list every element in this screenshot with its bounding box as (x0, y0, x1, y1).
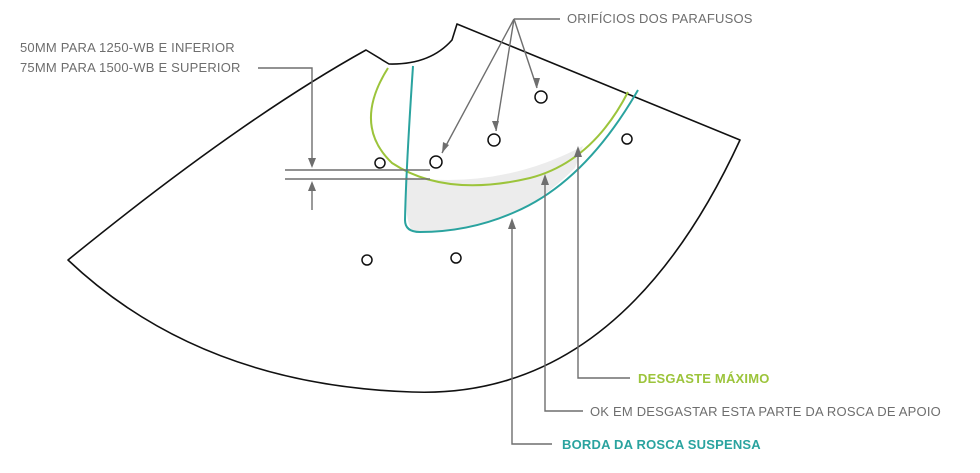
screw-hole (621, 133, 633, 145)
arrow-head (541, 174, 549, 185)
arrow-head (508, 218, 516, 229)
arrow-heads (308, 78, 582, 229)
leader-lines (258, 18, 630, 445)
dimension-label-line1: 50MM PARA 1250-WB E INFERIOR (20, 40, 235, 55)
arrow-head (492, 121, 499, 131)
max-wear-label: DESGASTE MÁXIMO (638, 371, 770, 386)
screw-hole (450, 252, 462, 264)
wear-shaded-region (405, 146, 583, 233)
arrow-head (533, 78, 540, 88)
screw-hole (487, 133, 501, 147)
screw-hole (361, 254, 373, 266)
ok-wear-label: OK EM DESGASTAR ESTA PARTE DA ROSCA DE A… (590, 404, 941, 419)
max-wear-curve (369, 67, 629, 187)
arrow-head (308, 158, 316, 168)
arrow-head (308, 181, 316, 191)
arrow-head (442, 142, 449, 153)
flight-segment-outline (67, 23, 741, 393)
dimension-label-line2: 75MM PARA 1500-WB E SUPERIOR (20, 60, 241, 75)
screw-holes-label: ORIFÍCIOS DOS PARAFUSOS (567, 11, 753, 26)
flight-edge-curve (403, 65, 639, 234)
screw-hole (429, 155, 443, 169)
screw-hole (534, 90, 548, 104)
arrow-head (574, 146, 582, 157)
flight-edge-label: BORDA DA ROSCA SUSPENSA (562, 437, 761, 452)
screw-holes (361, 90, 633, 266)
screw-hole (374, 157, 386, 169)
